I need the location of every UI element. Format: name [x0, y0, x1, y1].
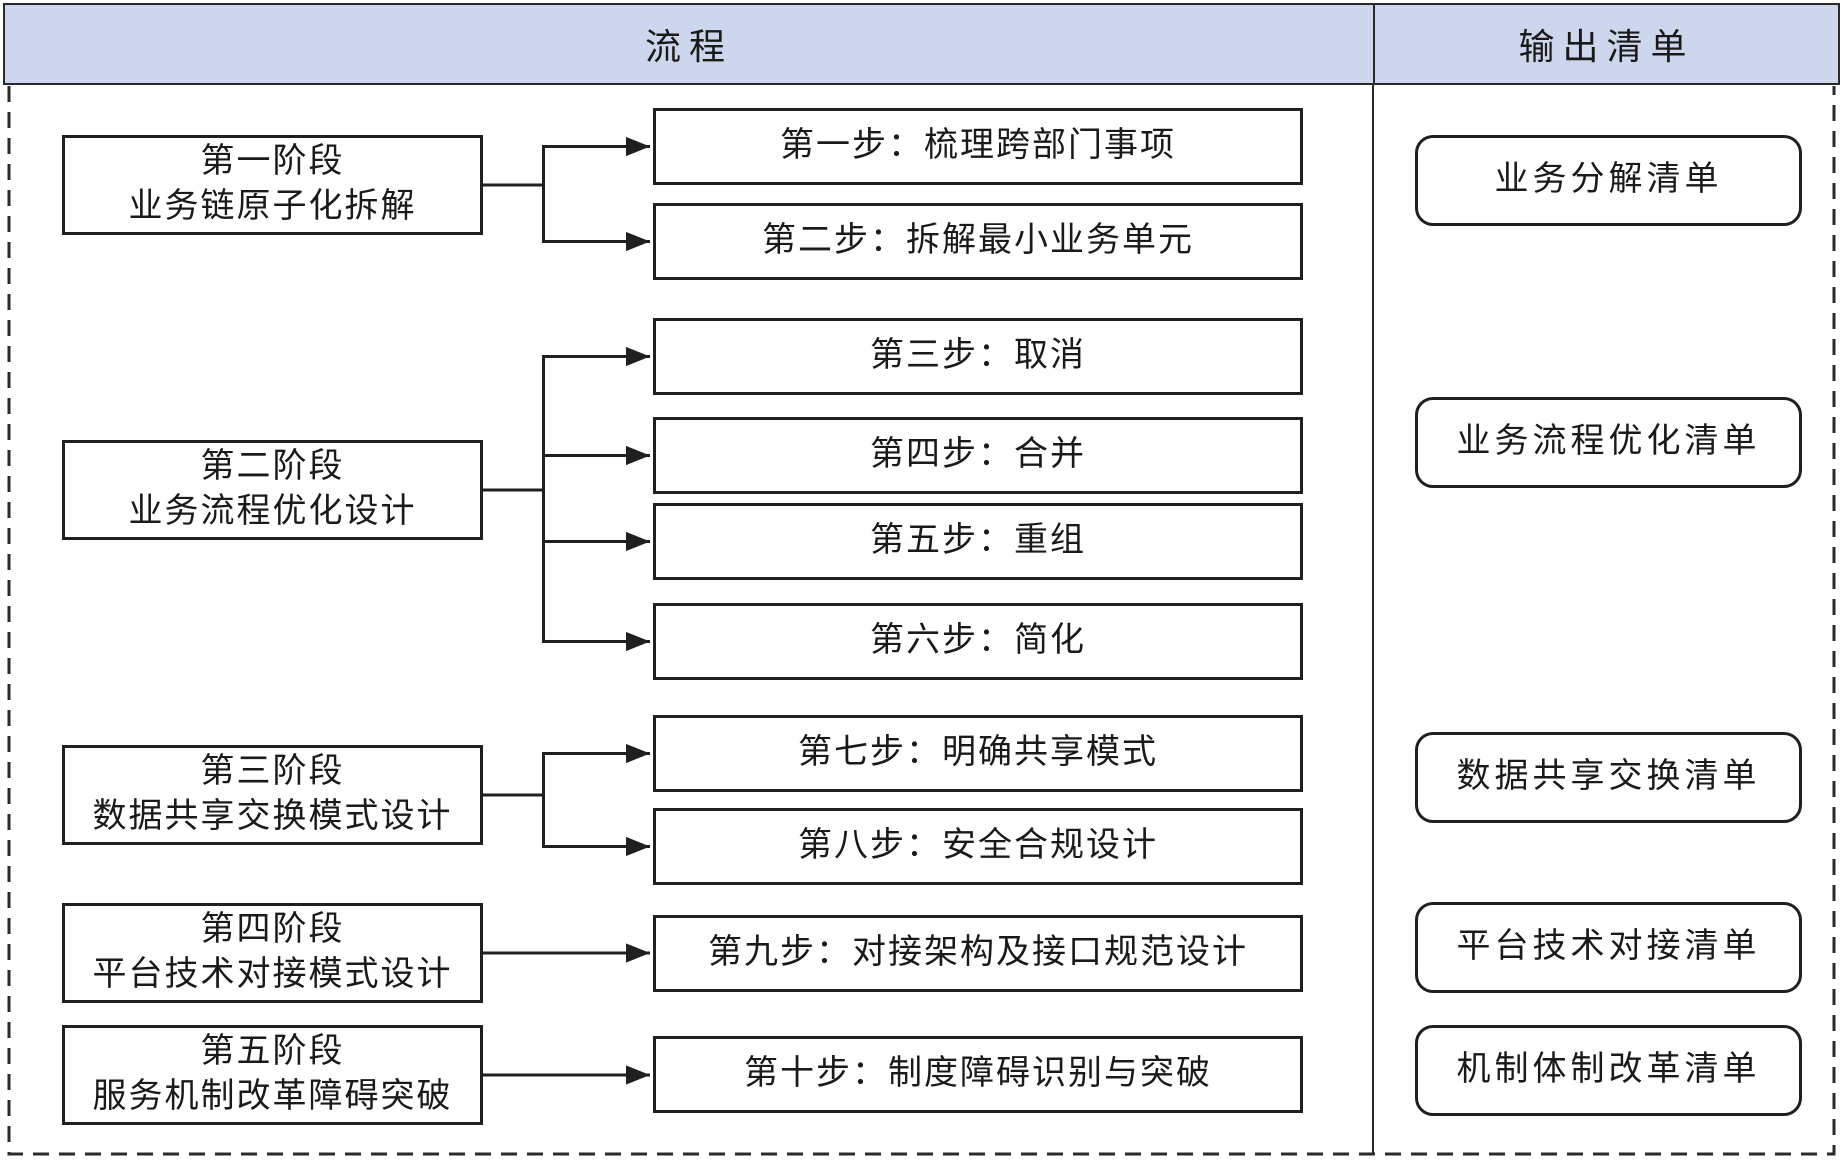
- step-5-label: 第五步：重组: [870, 522, 1086, 560]
- stage-box-5: 第五阶段 服务机制改革障碍突破: [62, 1025, 483, 1125]
- stage-2-subtitle: 业务流程优化设计: [128, 493, 417, 530]
- stage-box-1: 第一阶段 业务链原子化拆解: [62, 135, 483, 235]
- stage-5-subtitle: 服务机制改革障碍突破: [92, 1078, 453, 1115]
- stage-4-title: 第四阶段: [200, 911, 345, 949]
- step-box-6: 第六步：简化: [653, 603, 1303, 680]
- step-box-10: 第十步：制度障碍识别与突破: [653, 1036, 1303, 1113]
- step-8-label: 第八步：安全合规设计: [798, 827, 1158, 865]
- step-box-3: 第三步：取消: [653, 318, 1303, 395]
- stage-3-subtitle: 数据共享交换模式设计: [92, 798, 453, 835]
- output-box-4: 平台技术对接清单: [1415, 902, 1802, 993]
- header-row: 流程 输出清单: [3, 3, 1840, 85]
- output-box-3: 数据共享交换清单: [1415, 732, 1802, 823]
- output-4-label: 平台技术对接清单: [1456, 928, 1761, 966]
- stage-1-title: 第一阶段: [200, 143, 345, 181]
- stage-3-title: 第三阶段: [200, 753, 345, 791]
- output-1-label: 业务分解清单: [1494, 161, 1723, 199]
- output-box-1: 业务分解清单: [1415, 135, 1802, 226]
- step-3-label: 第三步：取消: [870, 337, 1086, 375]
- step-box-8: 第八步：安全合规设计: [653, 808, 1303, 885]
- header-cell-process: 流程: [5, 5, 1373, 83]
- connector-stage2: [483, 346, 650, 652]
- header-cell-output: 输出清单: [1373, 5, 1838, 83]
- stage-box-2: 第二阶段 业务流程优化设计: [62, 440, 483, 540]
- stage-4-subtitle: 平台技术对接模式设计: [92, 956, 453, 993]
- step-box-2: 第二步：拆解最小业务单元: [653, 203, 1303, 280]
- header-output-label: 输出清单: [1518, 27, 1695, 67]
- step-box-4: 第四步：合并: [653, 417, 1303, 494]
- step-box-9: 第九步：对接架构及接口规范设计: [653, 915, 1303, 992]
- stage-box-4: 第四阶段 平台技术对接模式设计: [62, 903, 483, 1003]
- output-2-label: 业务流程优化清单: [1456, 423, 1761, 461]
- output-box-2: 业务流程优化清单: [1415, 397, 1802, 488]
- connector-stage1: [483, 136, 650, 252]
- step-4-label: 第四步：合并: [870, 436, 1086, 474]
- output-box-5: 机制体制改革清单: [1415, 1025, 1802, 1116]
- connector-stage3: [483, 743, 650, 857]
- header-process-label: 流程: [644, 27, 733, 67]
- step-box-7: 第七步：明确共享模式: [653, 715, 1303, 792]
- step-box-1: 第一步：梳理跨部门事项: [653, 108, 1303, 185]
- step-6-label: 第六步：简化: [870, 622, 1086, 660]
- stage-2-title: 第二阶段: [200, 448, 345, 486]
- stage-1-subtitle: 业务链原子化拆解: [128, 188, 417, 225]
- stage-5-title: 第五阶段: [200, 1033, 345, 1071]
- step-box-5: 第五步：重组: [653, 503, 1303, 580]
- step-1-label: 第一步：梳理跨部门事项: [780, 127, 1176, 165]
- output-3-label: 数据共享交换清单: [1456, 758, 1761, 796]
- step-7-label: 第七步：明确共享模式: [798, 734, 1158, 772]
- output-5-label: 机制体制改革清单: [1456, 1051, 1761, 1089]
- step-2-label: 第二步：拆解最小业务单元: [762, 222, 1194, 260]
- step-10-label: 第十步：制度障碍识别与突破: [744, 1055, 1212, 1093]
- stage-box-3: 第三阶段 数据共享交换模式设计: [62, 745, 483, 845]
- step-9-label: 第九步：对接架构及接口规范设计: [708, 934, 1248, 972]
